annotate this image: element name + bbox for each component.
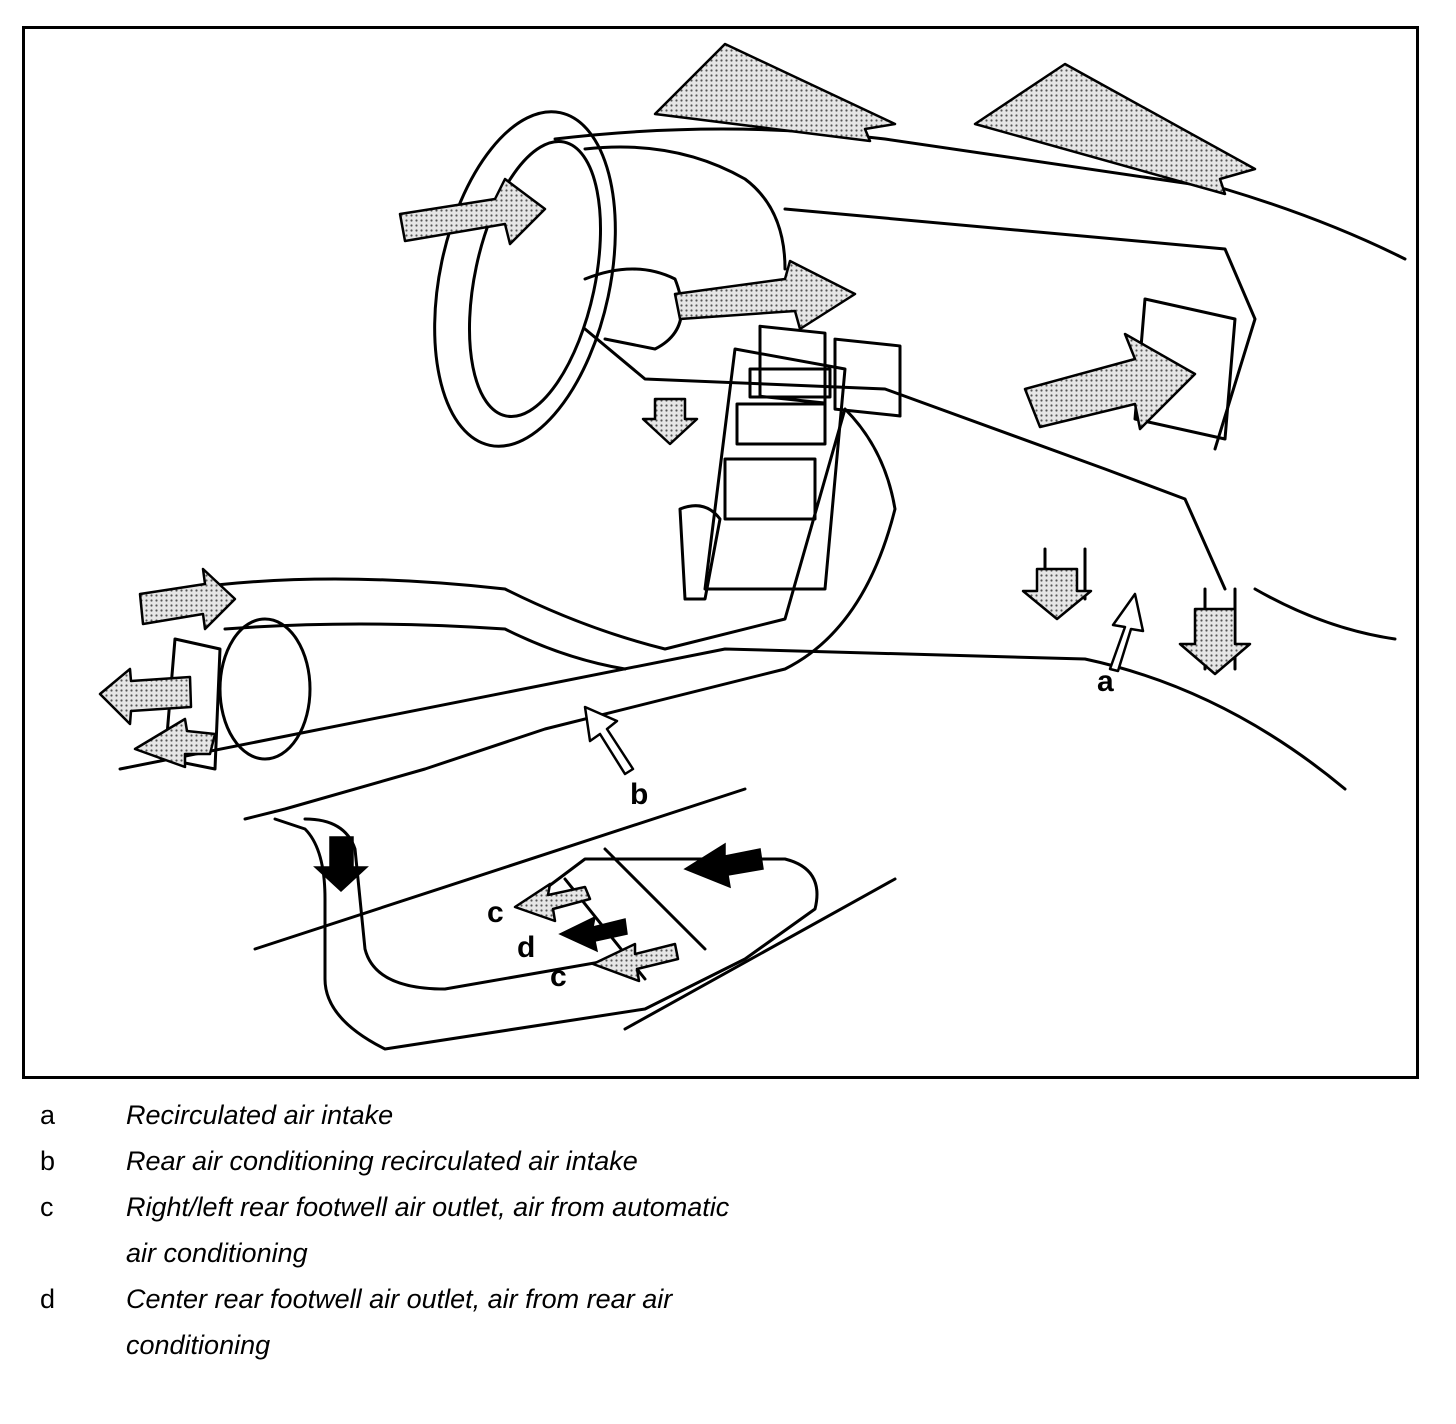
intake-arrow-a xyxy=(1108,592,1145,673)
legend-key: a xyxy=(40,1100,56,1130)
rear-console-arrow-top xyxy=(138,567,237,631)
defrost-arrow-right xyxy=(973,62,1257,196)
steering-wheel xyxy=(433,110,617,448)
gear-shifter xyxy=(678,504,722,601)
callout-c-lower: c xyxy=(550,960,567,993)
center-console xyxy=(183,407,897,821)
passenger-vent-arrow xyxy=(1023,332,1197,431)
duct-rearflow-arrow xyxy=(683,842,764,889)
legend-text: Recirculated air intake xyxy=(126,1100,394,1130)
diagram-frame: a b c d c xyxy=(22,26,1419,1079)
callout-c-upper: c xyxy=(487,896,504,929)
footwell-arrow-c-upper xyxy=(513,882,592,923)
callout-b: b xyxy=(630,778,648,811)
floor-duct xyxy=(273,817,819,1051)
driver-footwell-arrow xyxy=(641,397,699,446)
rear-vent-arrow-left xyxy=(98,667,193,726)
legend-text: Right/left rear footwell air outlet, air… xyxy=(126,1192,730,1268)
callout-d: d xyxy=(517,931,535,964)
legend-key: b xyxy=(40,1146,56,1176)
dashboard-outline xyxy=(553,127,1407,261)
intake-arrow-b xyxy=(583,705,635,776)
legend-text: Rear air conditioning recirculated air i… xyxy=(126,1146,638,1176)
legend-key: d xyxy=(40,1284,56,1314)
driver-side-vent-arrow xyxy=(398,177,547,246)
callout-a: a xyxy=(1097,665,1114,698)
defrost-arrow-left xyxy=(653,42,897,143)
center-stack xyxy=(703,347,847,591)
legend: a Recirculated air intake b Rear air con… xyxy=(40,1092,760,1368)
legend-row-b: b Rear air conditioning recirculated air… xyxy=(40,1138,760,1184)
legend-text: Center rear footwell air outlet, air fro… xyxy=(126,1284,673,1360)
center-vent-arrow xyxy=(673,259,857,331)
legend-row-d: d Center rear footwell air outlet, air f… xyxy=(40,1276,760,1368)
center-vent-right xyxy=(833,337,902,418)
rear-vent-arrow-lower xyxy=(133,717,217,769)
front-footwell-arrow-passenger xyxy=(1178,607,1252,676)
rear-console-vent xyxy=(163,637,222,771)
steering-column xyxy=(583,267,684,351)
front-footwell-arrow-right xyxy=(1021,567,1093,621)
armrest-end xyxy=(218,617,312,761)
floor-line xyxy=(253,787,747,951)
legend-key: c xyxy=(40,1192,54,1222)
legend-row-c: c Right/left rear footwell air outlet, a… xyxy=(40,1184,760,1276)
footwell-arrow-c-lower xyxy=(591,942,680,983)
duct-downflow-arrow xyxy=(313,836,369,893)
cabin-airflow-illustration: a b c d c xyxy=(98,42,1407,1051)
footwell-arrow-d xyxy=(558,915,628,953)
legend-row-a: a Recirculated air intake xyxy=(40,1092,760,1138)
